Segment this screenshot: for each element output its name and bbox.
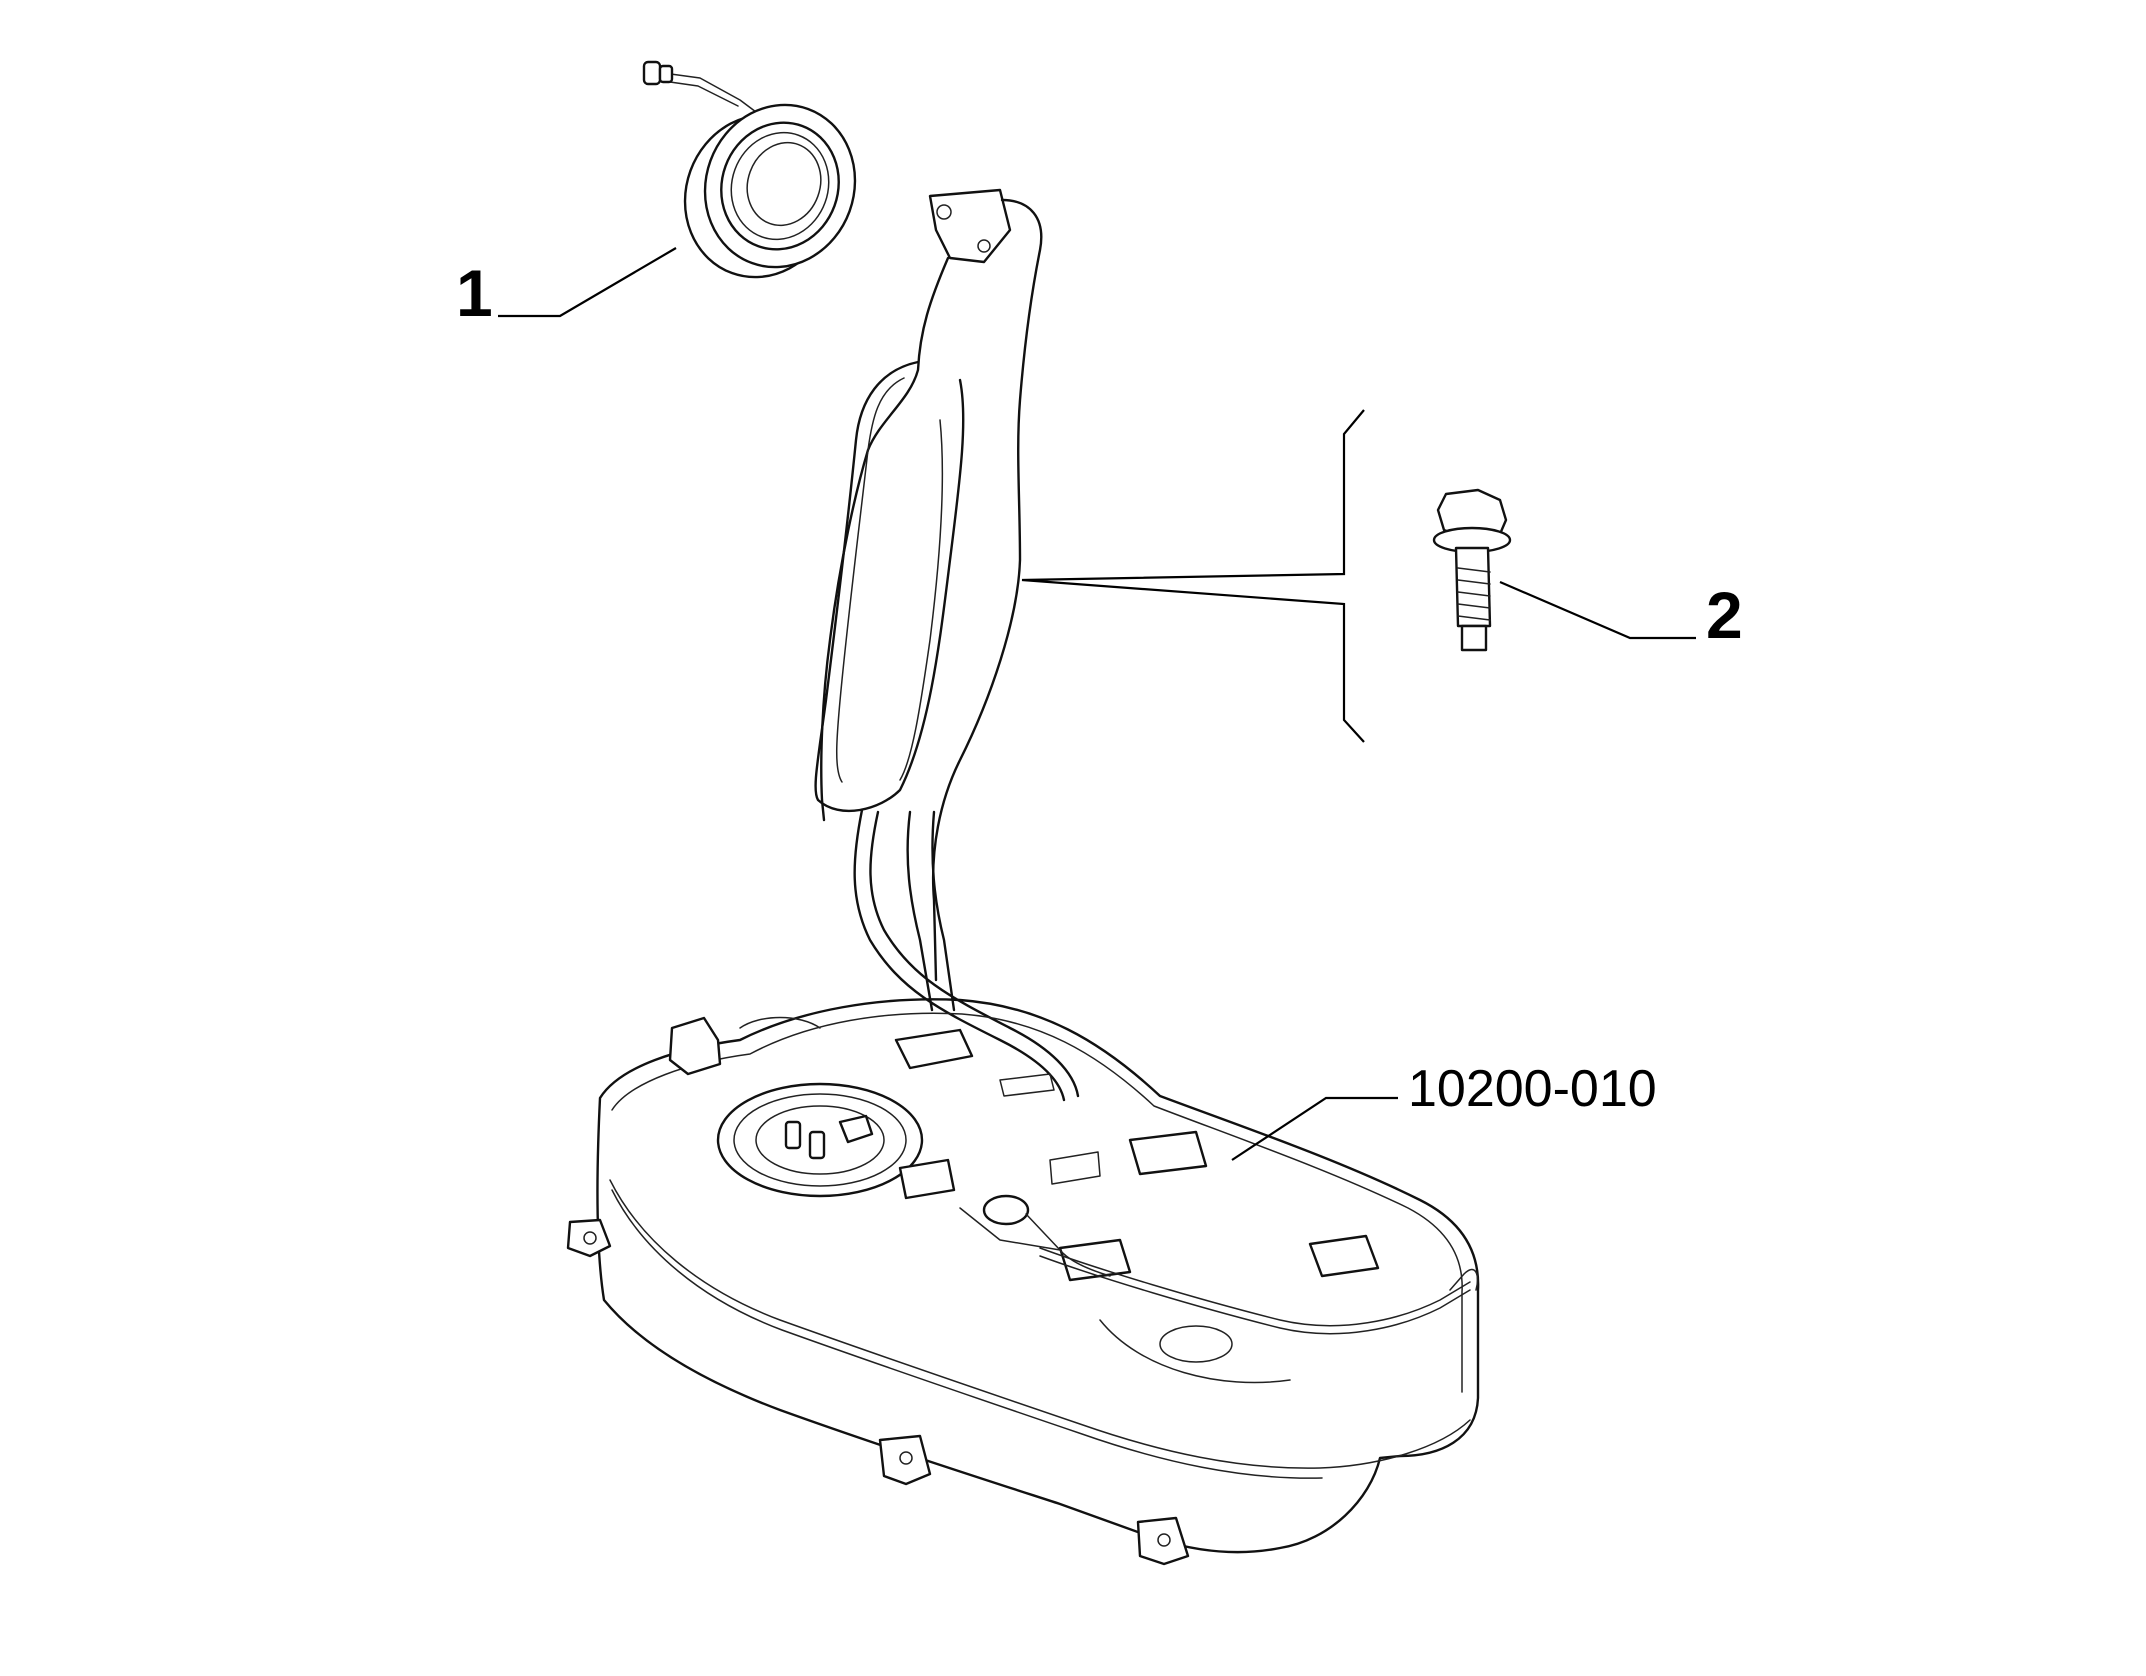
fuel-cap-part — [642, 60, 857, 279]
leader-part-2 — [1499, 580, 1696, 640]
callout-part-1: 1 — [456, 256, 493, 330]
leader-part-1 — [498, 247, 677, 318]
bracket-group — [1021, 409, 1365, 743]
callout-part-2: 2 — [1706, 578, 1743, 652]
leader-assembly — [1231, 1096, 1398, 1161]
leader-lines — [498, 247, 1696, 1161]
callout-assembly-ref: 10200-010 — [1408, 1060, 1657, 1118]
filler-neck-pipe — [814, 188, 1080, 1102]
flange-bolt-part — [1432, 488, 1512, 652]
fuel-tank-assembly — [566, 998, 1480, 1566]
